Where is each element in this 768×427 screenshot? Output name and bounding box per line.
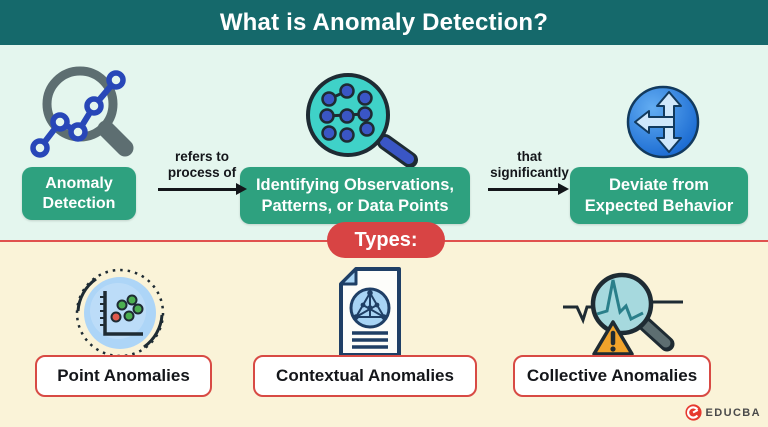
connector-label-1: refers to process of <box>152 149 252 180</box>
arrow-right-icon <box>158 183 247 195</box>
page-title: What is Anomaly Detection? <box>219 8 549 36</box>
document-network-icon <box>332 266 408 358</box>
type-collective-anomalies: Collective Anomalies <box>513 355 711 397</box>
magnifier-line-chart-icon <box>26 60 142 166</box>
connector-1-line2: process of <box>167 164 237 180</box>
deviate-arrows-icon <box>625 84 701 160</box>
arrow-right-icon <box>488 183 569 195</box>
type-point-anomalies: Point Anomalies <box>35 355 212 397</box>
connector-1-line1: refers to <box>174 149 230 164</box>
header-bar: What is Anomaly Detection? <box>0 0 768 45</box>
connector-2-line1: that <box>517 149 542 164</box>
step-identifying-observations: Identifying Observations, Patterns, or D… <box>240 167 470 224</box>
brand-logo: EDUCBA <box>684 404 761 421</box>
scatter-plot-icon <box>74 267 166 359</box>
type-contextual-anomalies: Contextual Anomalies <box>253 355 477 397</box>
brand-name: EDUCBA <box>705 406 761 419</box>
connector-2-line2: significantly <box>490 164 569 180</box>
magnifier-network-icon <box>293 70 425 168</box>
connector-label-2: that significantly <box>482 149 577 180</box>
step-anomaly-detection: Anomaly Detection <box>22 167 136 220</box>
magnifier-waveform-warning-icon <box>563 262 685 360</box>
educba-logo-icon <box>684 404 702 421</box>
types-badge: Types: <box>327 222 445 258</box>
step-deviate-behavior: Deviate from Expected Behavior <box>570 167 748 224</box>
